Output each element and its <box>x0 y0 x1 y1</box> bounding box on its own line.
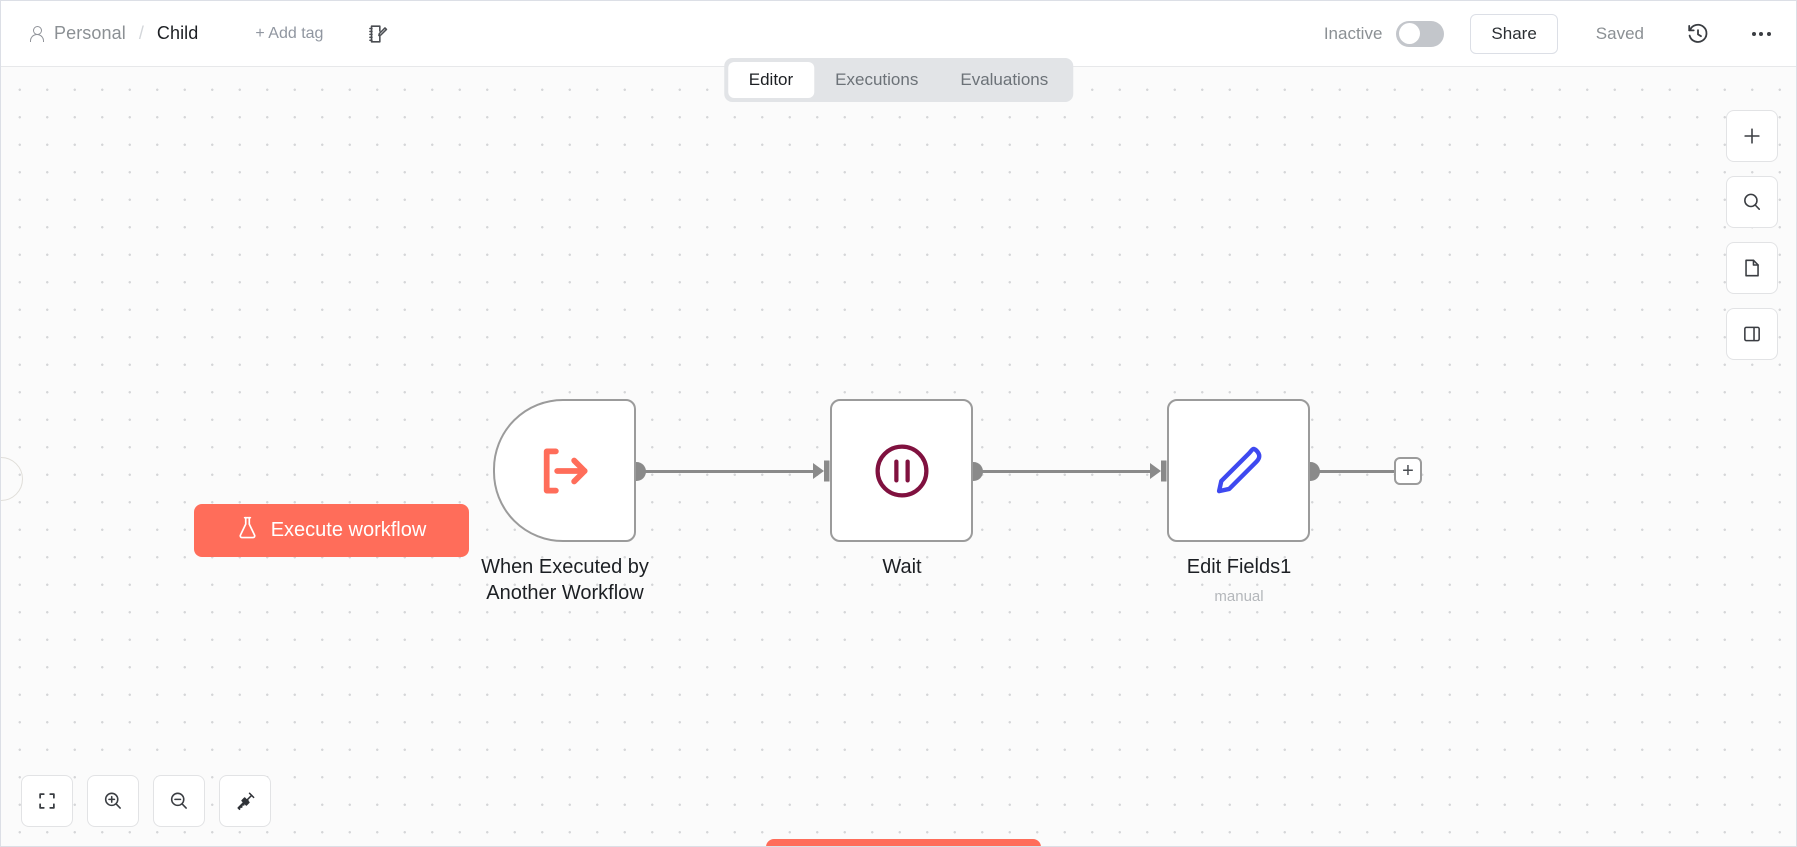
flask-icon <box>237 516 258 545</box>
more-options-icon[interactable] <box>1748 22 1774 46</box>
toggle-panel-button[interactable] <box>1726 308 1778 360</box>
canvas-right-toolbar <box>1726 110 1778 360</box>
node-edit-fields1[interactable] <box>1167 399 1310 542</box>
person-icon <box>29 25 44 42</box>
tab-editor[interactable]: Editor <box>727 62 815 98</box>
breadcrumb-owner[interactable]: Personal <box>54 23 126 43</box>
app-header: Personal / Child + Add tag Inactive Shar… <box>1 1 1796 66</box>
zoom-in-button[interactable] <box>87 775 139 827</box>
breadcrumb-separator: / <box>138 23 144 43</box>
add-next-node-button[interactable]: + <box>1394 457 1422 485</box>
page-title[interactable]: Child <box>156 23 199 43</box>
input-arrow-editfields <box>1150 459 1170 483</box>
sticky-note-button[interactable] <box>1726 242 1778 294</box>
execute-workflow-button-trigger[interactable]: Execute workflow <box>194 504 469 557</box>
tab-executions[interactable]: Executions <box>835 70 919 89</box>
pen-icon <box>1216 446 1261 493</box>
workflow-canvas[interactable]: + When Executed by Another Workflow Wait <box>1 66 1796 846</box>
node-subtitle-edit-fields1: manual <box>1214 588 1264 605</box>
toggle-knob <box>1398 23 1420 44</box>
note-edit-icon[interactable] <box>367 23 389 45</box>
add-node-button[interactable] <box>1726 110 1778 162</box>
search-nodes-button[interactable] <box>1726 176 1778 228</box>
history-clock-icon[interactable] <box>1686 22 1710 46</box>
connection-editfields-to-add[interactable] <box>1313 470 1397 473</box>
activation-toggle[interactable] <box>1396 20 1445 47</box>
tab-evaluations[interactable]: Evaluations <box>960 70 1049 89</box>
share-button[interactable]: Share <box>1470 13 1558 54</box>
pause-circle-icon <box>875 444 928 497</box>
dot <box>1766 31 1771 36</box>
node-when-executed-by-another-workflow[interactable] <box>493 399 636 542</box>
connection-trigger-to-wait[interactable] <box>642 470 818 473</box>
view-tabs: Editor Executions Evaluations <box>723 58 1074 102</box>
execute-workflow-label: Execute workflow <box>270 519 427 541</box>
execute-workflow-trigger-icon <box>543 448 587 493</box>
node-label-trigger: When Executed by Another Workflow <box>481 556 649 605</box>
connection-wait-to-editfields[interactable] <box>979 470 1155 473</box>
save-status-label: Saved <box>1595 23 1644 43</box>
zoom-out-button[interactable] <box>153 775 205 827</box>
breadcrumb: Personal / Child <box>29 23 198 44</box>
node-label-wait: Wait <box>882 556 922 578</box>
activation-status-label: Inactive <box>1323 23 1383 43</box>
header-actions: Inactive Share Saved <box>1323 13 1774 54</box>
dot <box>1759 31 1763 36</box>
input-arrow-wait <box>813 459 833 483</box>
zoom-to-fit-button[interactable] <box>21 775 73 827</box>
tidy-up-button[interactable] <box>219 775 271 827</box>
node-label-edit-fields1: Edit Fields1 <box>1186 556 1292 578</box>
canvas-bottom-toolbar <box>21 775 271 827</box>
dot <box>1751 31 1756 36</box>
node-wait[interactable] <box>830 399 973 542</box>
offscreen-node-edge <box>1 457 23 501</box>
execute-workflow-button-main[interactable]: Execute workflow <box>766 839 1041 846</box>
add-tag-button[interactable]: + Add tag <box>255 24 324 42</box>
